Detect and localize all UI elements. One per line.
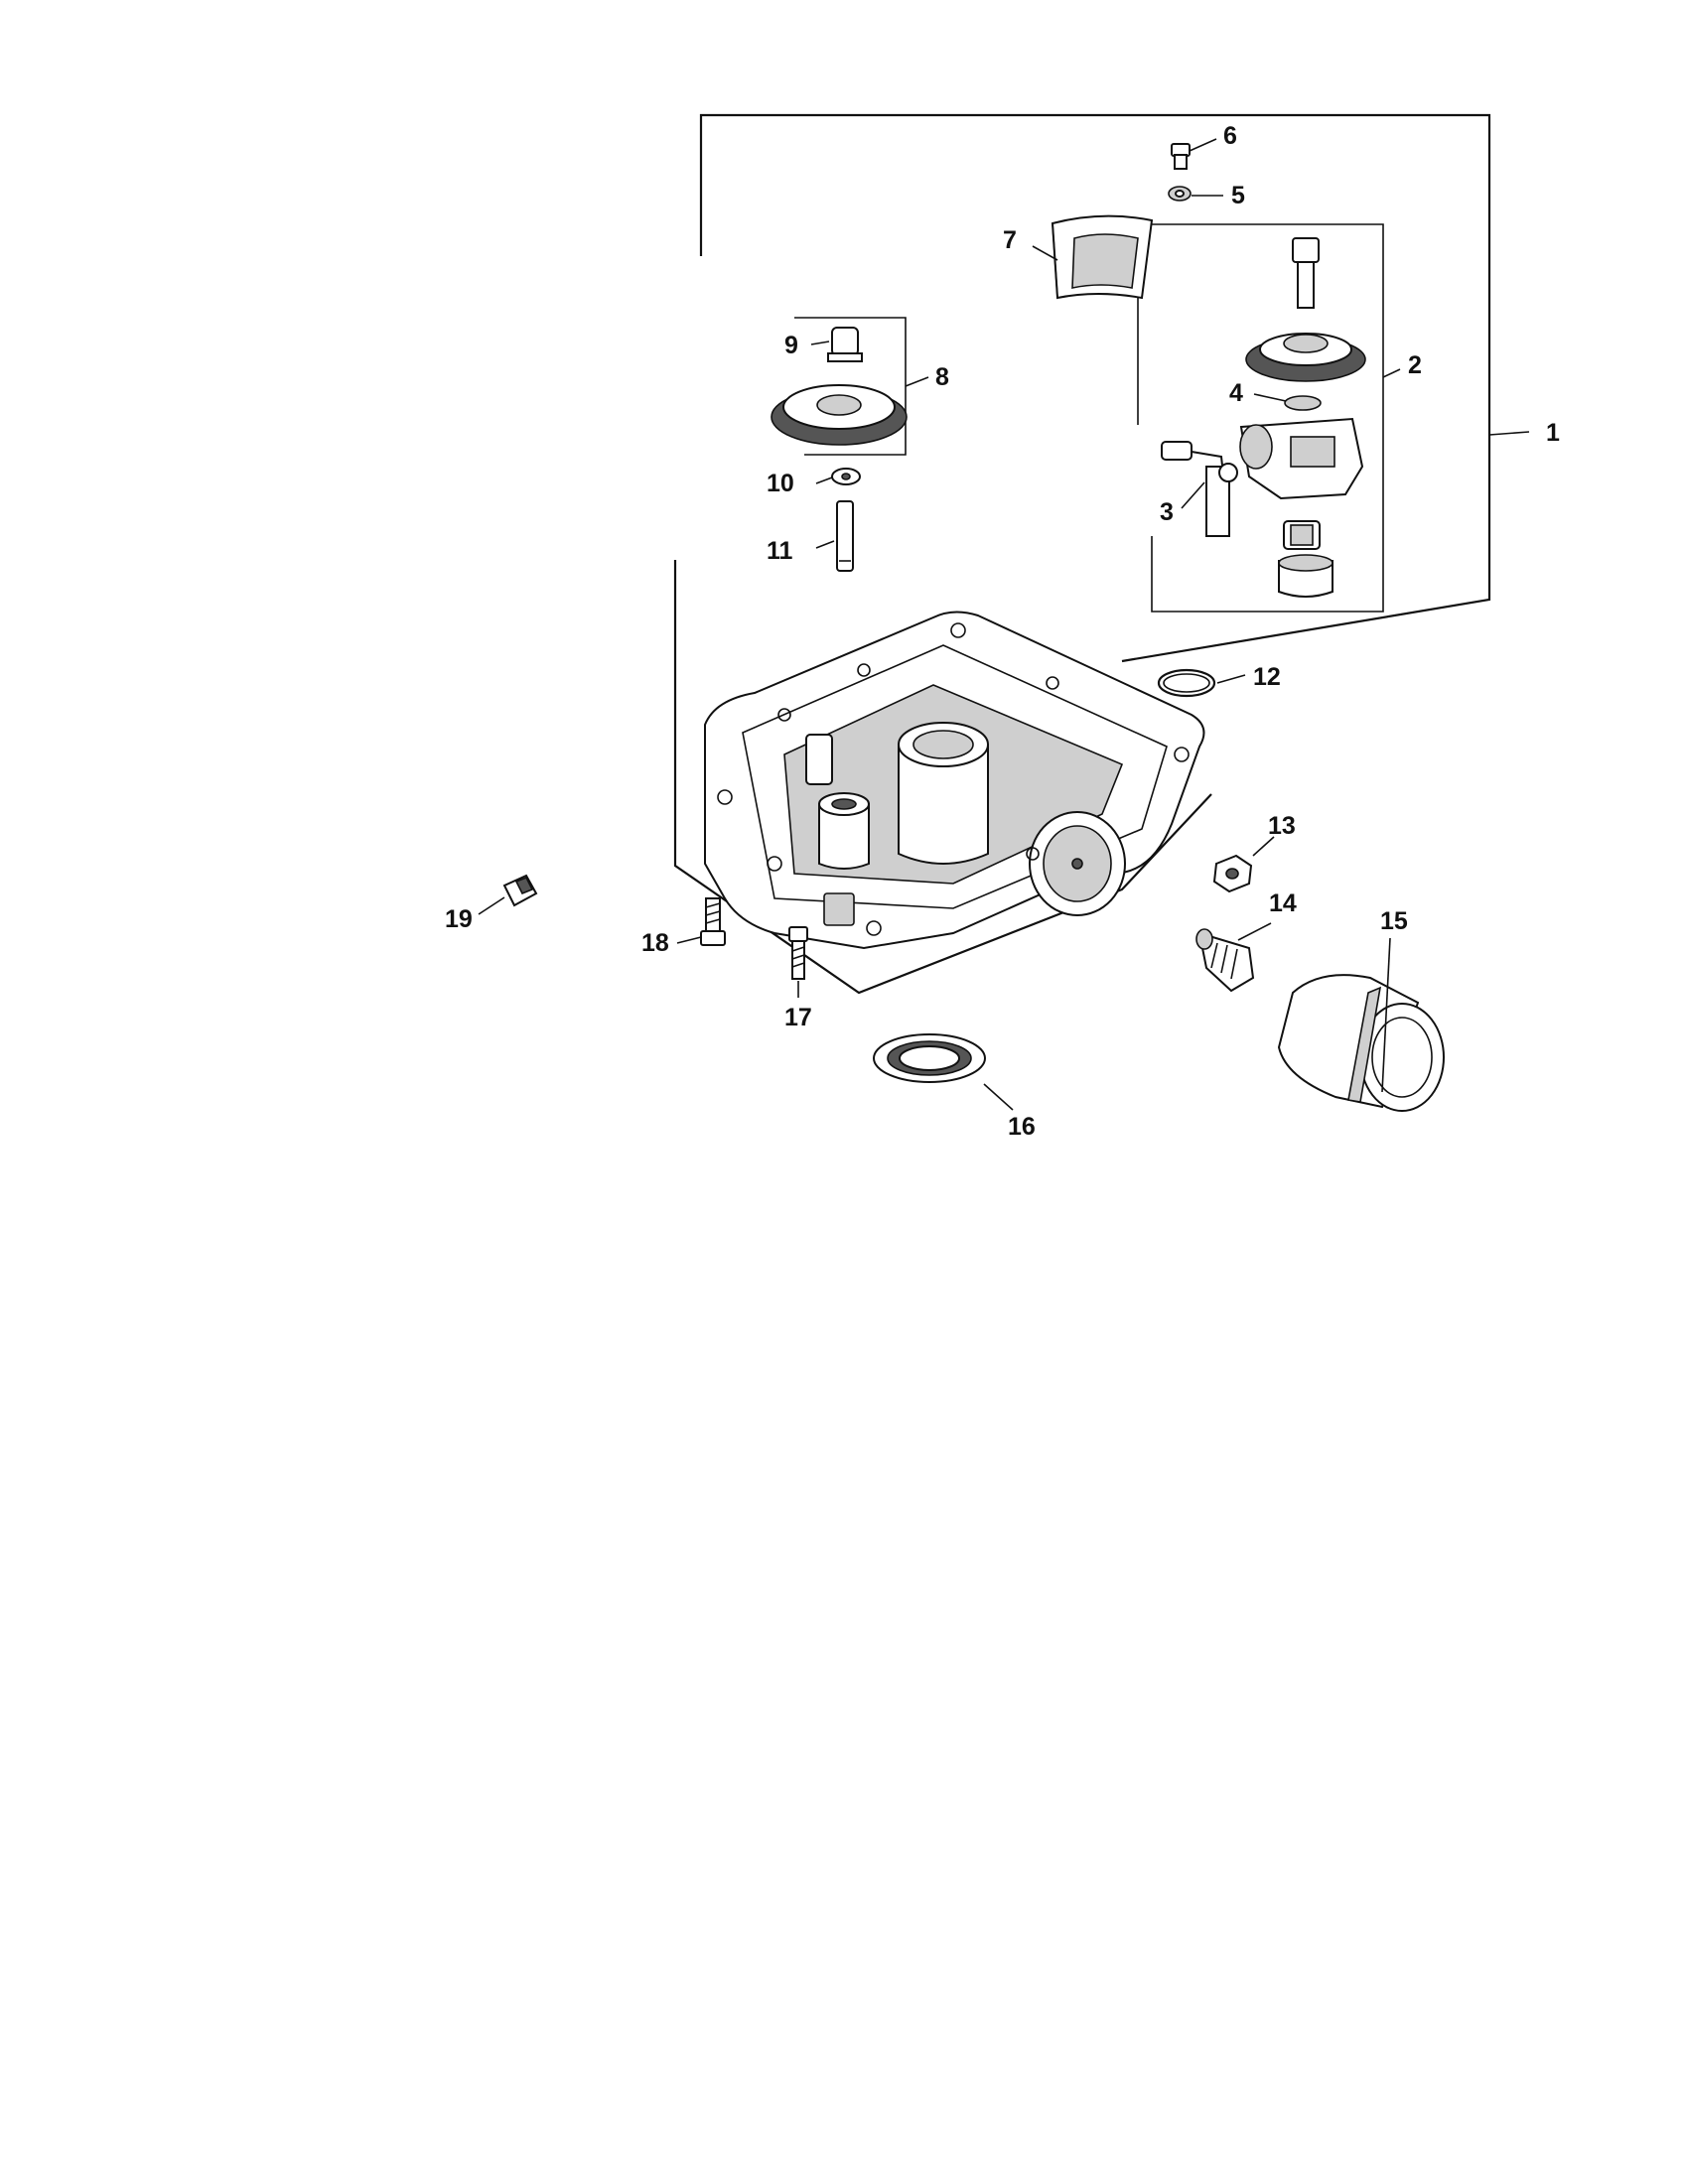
- callout-3: 3: [1160, 498, 1174, 526]
- nut-13: [1212, 854, 1253, 893]
- callouts: 1 2 3 4 5 6 7 8 9 10 11 12 13 14 15 16 1…: [445, 122, 1560, 1141]
- oil-screen-7: [1051, 214, 1154, 300]
- o-ring-12: [1157, 668, 1216, 698]
- oil-pump-gear: [1245, 333, 1366, 382]
- callout-1: 1: [1546, 419, 1560, 447]
- pickup-tube-3: [1161, 441, 1238, 537]
- clip-10: [831, 468, 861, 485]
- callout-8: 8: [935, 363, 949, 391]
- callout-5: 5: [1231, 182, 1245, 209]
- callout-4: 4: [1229, 379, 1243, 407]
- oil-pump-bolt: [1292, 237, 1320, 309]
- washer-5: [1168, 186, 1192, 202]
- callout-2: 2: [1408, 351, 1422, 379]
- bolt-18: [700, 897, 726, 946]
- leader-lines: [478, 138, 1530, 1111]
- callout-14: 14: [1269, 889, 1297, 917]
- shaft-11: [836, 500, 854, 572]
- governor-gear-8: [771, 384, 908, 446]
- oil-pump-assembly-box: [1137, 223, 1384, 613]
- callout-6: 6: [1223, 122, 1237, 150]
- callout-16: 16: [1008, 1113, 1036, 1141]
- oil-pan-casting: [704, 611, 1205, 950]
- callout-11: 11: [767, 537, 793, 565]
- oil-pump-body: [1239, 417, 1364, 500]
- oil-seal-16: [873, 1033, 986, 1083]
- callout-13: 13: [1268, 812, 1296, 840]
- callout-15: 15: [1380, 907, 1408, 935]
- callout-17: 17: [784, 1004, 812, 1031]
- callout-18: 18: [641, 929, 669, 957]
- oil-filter-15: [1277, 974, 1445, 1112]
- callout-12: 12: [1253, 663, 1281, 691]
- washer-4: [1284, 395, 1322, 411]
- plug-19: [502, 874, 538, 907]
- bushing-9: [827, 327, 863, 362]
- callout-10: 10: [767, 470, 794, 497]
- callout-19: 19: [445, 905, 473, 933]
- nipple-14: [1195, 928, 1255, 993]
- pump-cup: [1278, 554, 1333, 598]
- bolt-6: [1171, 143, 1191, 170]
- bolt-17: [788, 926, 808, 980]
- callout-9: 9: [784, 332, 798, 359]
- pump-rotor: [1283, 520, 1321, 550]
- callout-7: 7: [1003, 226, 1017, 254]
